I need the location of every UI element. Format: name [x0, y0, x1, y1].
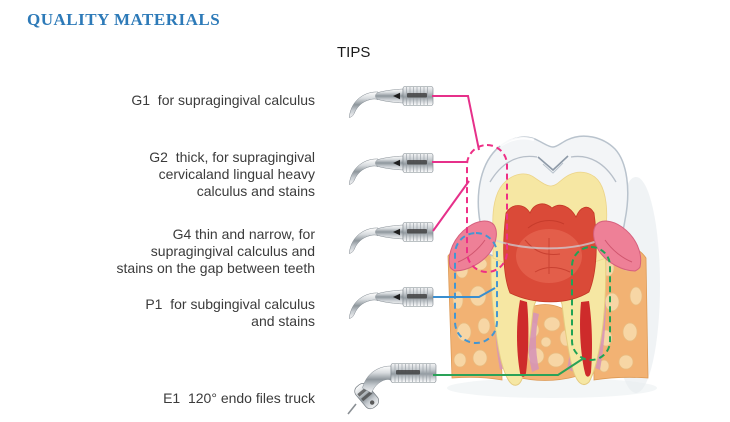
description-line: P1 for subgingival calculus	[145, 296, 315, 312]
section-title: TIPS	[337, 44, 371, 61]
tooth-shadow	[447, 378, 657, 398]
description-line: E1 120° endo files truck	[163, 390, 315, 406]
description-line: G4 thin and narrow, for	[172, 226, 315, 242]
scaler-tip-image-p1	[344, 280, 434, 322]
endo-tip-image-e1	[344, 346, 439, 416]
scaler-tip-image-g4	[344, 215, 434, 257]
pulp-chamber	[503, 203, 597, 303]
description-line: G2 thick, for supragingival	[149, 149, 315, 165]
description-line: supragingival calculus and	[150, 243, 315, 259]
region-root-canal	[571, 246, 611, 361]
scaler-tip-image-g1	[344, 79, 434, 121]
crown-details	[485, 137, 617, 250]
gum	[448, 220, 642, 272]
tip-description-g4: G4 thin and narrow, for supragingival ca…	[55, 226, 315, 277]
scaler-tip-image-g2	[344, 146, 434, 188]
description-line: stains on the gap between teeth	[116, 260, 315, 276]
tooth-cross-section-illustration	[447, 135, 660, 398]
tip-description-e1: E1 120° endo files truck	[55, 390, 315, 407]
page-title: QUALITY MATERIALS	[27, 10, 221, 29]
description-line: G1 for supragingival calculus	[131, 92, 315, 108]
description-line: and stains	[251, 313, 315, 329]
tip-description-p1: P1 for subgingival calculus and stains	[55, 296, 315, 330]
description-line: cervicaland lingual heavy	[158, 166, 315, 182]
tip-description-g2: G2 thick, for supragingival cervicaland …	[55, 149, 315, 200]
description-line: calculus and stains	[196, 183, 315, 199]
tip-description-g1: G1 for supragingival calculus	[55, 92, 315, 109]
